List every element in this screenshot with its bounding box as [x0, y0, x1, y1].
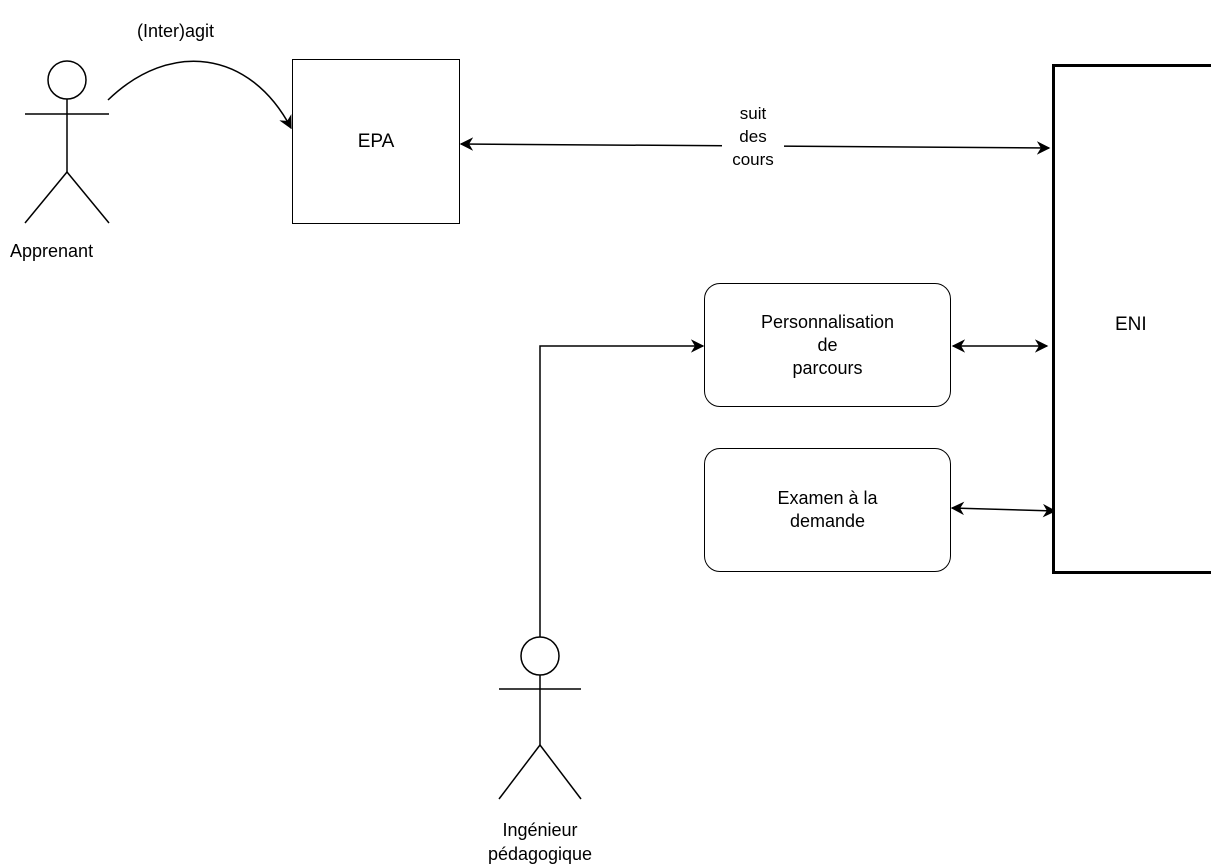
learner-actor-icon — [24, 60, 110, 224]
engineer-label-line-2: pédagogique — [487, 844, 593, 864]
eni-label: ENI — [1115, 314, 1147, 335]
epa-label: EPA — [357, 130, 395, 152]
follows-label-line-1: suit — [739, 104, 767, 123]
exam-eni-edge — [950, 501, 1057, 518]
interacts-label: (Inter)agit — [137, 21, 215, 41]
personalisation-label-line-2: de — [817, 334, 838, 355]
personalisation-label-line-3: parcours — [792, 357, 863, 378]
engineer-label: Ingénieur pédagogique — [470, 818, 610, 866]
follows-label-line-2: des — [739, 127, 767, 146]
personalisation-box[interactable]: Personnalisation de parcours — [704, 283, 951, 407]
personalisation-label-line-1: Personnalisation — [760, 311, 895, 332]
learner-label: Apprenant — [10, 241, 94, 261]
follows-label: suit des cours — [722, 102, 784, 171]
engineer-to-personalisation-edge — [539, 339, 705, 637]
engineer-actor-icon — [498, 636, 582, 800]
exam-box[interactable]: Examen à la demande — [704, 448, 951, 572]
follows-label-line-3: cours — [732, 150, 774, 169]
engineer-label-line-1: Ingénieur — [502, 820, 578, 840]
interacts-edge — [107, 60, 292, 130]
exam-label-line-1: Examen à la — [777, 488, 878, 508]
epa-box[interactable]: EPA — [292, 59, 460, 224]
exam-label-line-2: demande — [789, 511, 866, 531]
eni-box[interactable]: ENI — [1052, 64, 1211, 574]
